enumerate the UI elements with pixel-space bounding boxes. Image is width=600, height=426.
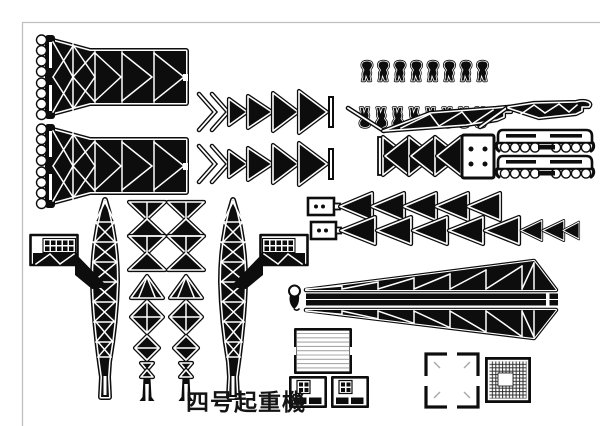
window-panel-2 [330,375,370,409]
bowtie-strip [377,133,496,180]
sheet-caption: 四号起重機 [186,389,306,416]
page-border [21,21,600,426]
louver-panel [293,327,353,375]
corner-tab-frame [423,351,481,410]
carriage-2 [494,154,596,180]
tower-profile-left [31,200,118,397]
truss-column-2 [168,202,204,401]
chevron-strip-1 [199,91,333,133]
truss-column-1 [129,202,165,401]
mast-section-2 [37,124,189,209]
triangle-strip-1 [306,193,500,220]
carriage-1 [494,128,596,154]
chevron-strip-2 [199,143,333,185]
mast-section-1 [37,35,189,120]
boom-truss-upper [303,258,559,299]
crane-hook [288,284,301,311]
jib-arm-right [477,98,593,130]
triangle-strip-2 [309,217,581,244]
bracket-row-1 [360,59,490,83]
mesh-grating [484,356,532,404]
boom-truss-lower [303,300,559,341]
